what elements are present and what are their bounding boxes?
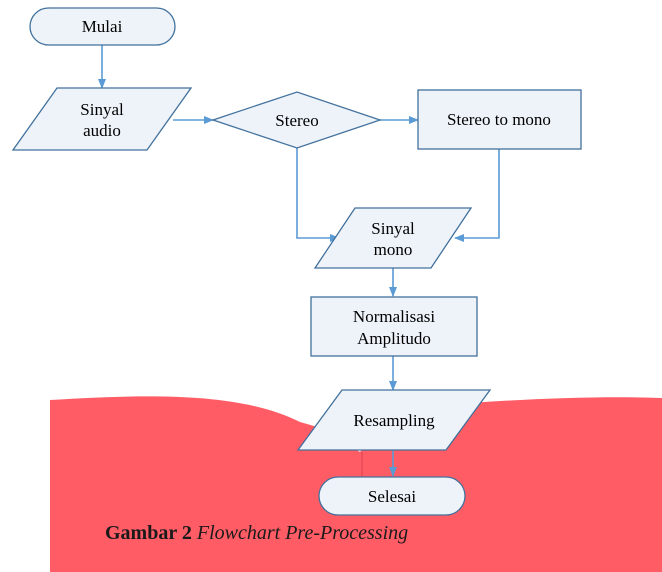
node-mulai: Mulai (29, 7, 176, 46)
node-stereo: Stereo (210, 91, 383, 149)
node-sinyal-mono-label-line1: Sinyal (371, 219, 415, 238)
caption-label: Gambar 2 (105, 522, 192, 544)
caption-title: Flowchart Pre-Processing (196, 522, 409, 544)
process-shape (310, 296, 478, 357)
node-resampling: Resampling (296, 389, 492, 451)
node-normalisasi-label-line2: Amplitudo (357, 329, 431, 348)
node-mulai-label: Mulai (82, 17, 123, 36)
terminator-shape (318, 476, 466, 516)
node-stereo-to-mono: Stereo to mono (417, 89, 582, 150)
connectors (98, 45, 500, 477)
node-normalisasi: Normalisasi Amplitudo (310, 296, 478, 357)
node-sinyal-mono-label-line2: mono (374, 240, 413, 259)
node-stereo-to-mono-label: Stereo to mono (447, 110, 551, 129)
node-sinyal-audio-label-line2: audio (83, 121, 121, 140)
decision-shape (210, 91, 383, 149)
node-stereo-label: Stereo (275, 111, 318, 130)
process-shape (417, 89, 582, 150)
io-shape (296, 389, 492, 451)
arrow-stereo-to-mono-to-sinyal-mono (454, 149, 500, 242)
io-shape (313, 207, 473, 269)
node-sinyal-mono: Sinyal mono (313, 207, 473, 269)
terminator-shape (29, 7, 176, 46)
node-sinyal-audio: Sinyal audio (11, 87, 193, 151)
node-selesai: Selesai (318, 476, 466, 516)
node-selesai-label: Selesai (368, 487, 416, 506)
arrow-stereo-to-sinyal-mono (296, 148, 340, 242)
node-normalisasi-label-line1: Normalisasi (353, 307, 435, 326)
io-shape (11, 87, 193, 151)
figure-caption: Gambar 2 Flowchart Pre-Processing (105, 522, 408, 545)
node-sinyal-audio-label-line1: Sinyal (80, 100, 124, 119)
node-resampling-label: Resampling (353, 411, 435, 430)
